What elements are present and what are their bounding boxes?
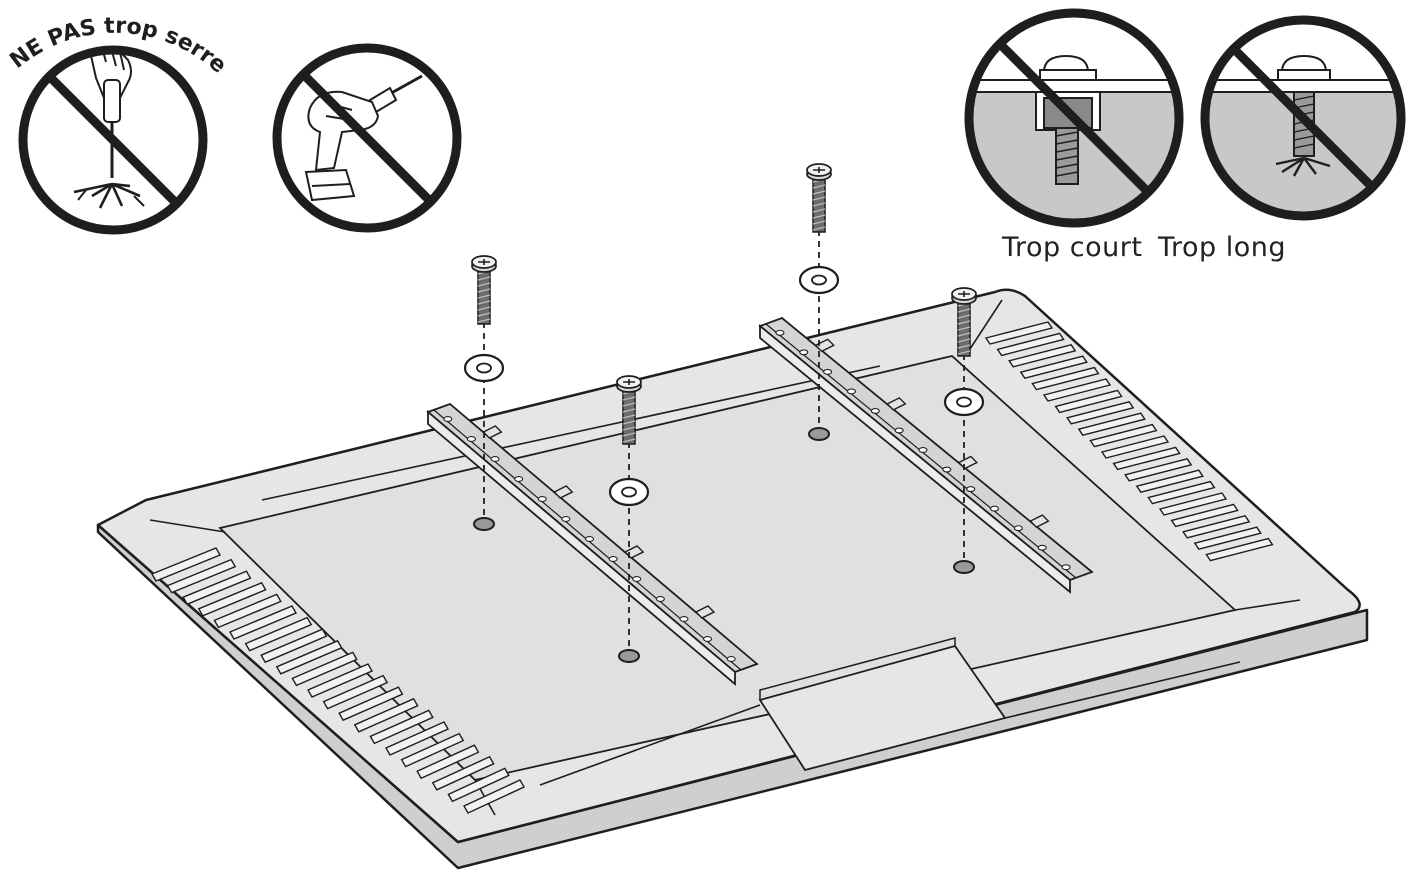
mounting-rail xyxy=(426,402,759,686)
vent-slat xyxy=(1124,457,1193,482)
vent-slat xyxy=(984,321,1054,345)
right-vents xyxy=(984,321,1274,562)
mounting-hole xyxy=(473,517,495,531)
screw-assembly xyxy=(798,163,840,441)
vent-slat xyxy=(996,332,1065,357)
vent-slat xyxy=(431,755,495,791)
vent-slat xyxy=(1089,423,1158,448)
left-vents xyxy=(150,547,525,814)
vent-slat xyxy=(260,628,328,664)
vent-slat xyxy=(307,663,373,698)
vent-slat xyxy=(1042,378,1112,402)
vent-slat xyxy=(1100,435,1170,459)
vent-slat xyxy=(291,651,358,687)
vent-slat xyxy=(275,639,343,675)
screw xyxy=(616,375,642,445)
mounting-hardware xyxy=(463,163,985,663)
screw-assembly xyxy=(943,287,985,574)
vent-slat xyxy=(1193,526,1262,551)
vent-slat xyxy=(1008,343,1077,368)
too-long-caption: Trop long xyxy=(1158,232,1287,263)
vent-slat xyxy=(416,744,480,780)
mounting-hole xyxy=(808,427,830,441)
vent-slat xyxy=(447,767,510,803)
vent-slat xyxy=(338,686,404,722)
vent-slat xyxy=(369,709,434,745)
washer xyxy=(943,387,985,417)
vent-slat xyxy=(244,616,313,652)
washer xyxy=(798,265,840,295)
mounting-hole xyxy=(618,649,640,663)
vent-slat xyxy=(1205,537,1274,562)
bolt-too-long-icon xyxy=(1200,15,1406,221)
vent-slat xyxy=(1182,514,1251,539)
screw-assembly xyxy=(463,255,505,531)
vent-slat xyxy=(353,697,419,733)
vent-slat xyxy=(1112,446,1181,471)
power-drill-prohibited-icon xyxy=(272,43,462,233)
vent-slat xyxy=(1158,492,1228,516)
vent-slat xyxy=(1054,389,1123,414)
screw xyxy=(806,163,832,233)
screw-assembly xyxy=(608,375,650,663)
washer xyxy=(463,353,505,383)
tv-back-panel xyxy=(96,288,1369,870)
vent-slat xyxy=(1077,412,1146,437)
screwdriver-prohibited-icon: NE PAS trop serrer xyxy=(0,0,231,235)
screw xyxy=(471,255,497,325)
vent-slat xyxy=(166,558,237,594)
mounting-hole xyxy=(953,560,975,574)
mounting-rail xyxy=(758,316,1094,594)
vent-slat xyxy=(197,581,267,617)
vent-slat xyxy=(1066,400,1135,425)
vent-slat xyxy=(1019,355,1088,380)
vent-slat xyxy=(400,732,465,768)
bolt-too-short-icon xyxy=(964,8,1184,228)
vent-slat xyxy=(228,605,298,640)
vent-slat xyxy=(1135,469,1204,494)
too-short-caption: Trop court xyxy=(1002,232,1143,263)
mounting-rails xyxy=(426,316,1094,686)
vent-slat xyxy=(1031,366,1100,391)
vent-slat xyxy=(463,779,525,814)
vent-slat xyxy=(213,593,282,629)
vent-slat xyxy=(150,547,222,582)
vent-slat xyxy=(1170,503,1239,528)
washer xyxy=(608,477,650,507)
vent-slat xyxy=(182,570,252,606)
vent-slat xyxy=(322,674,389,710)
vent-slat xyxy=(1147,480,1216,505)
screw xyxy=(951,287,977,357)
vent-slat xyxy=(385,721,449,756)
